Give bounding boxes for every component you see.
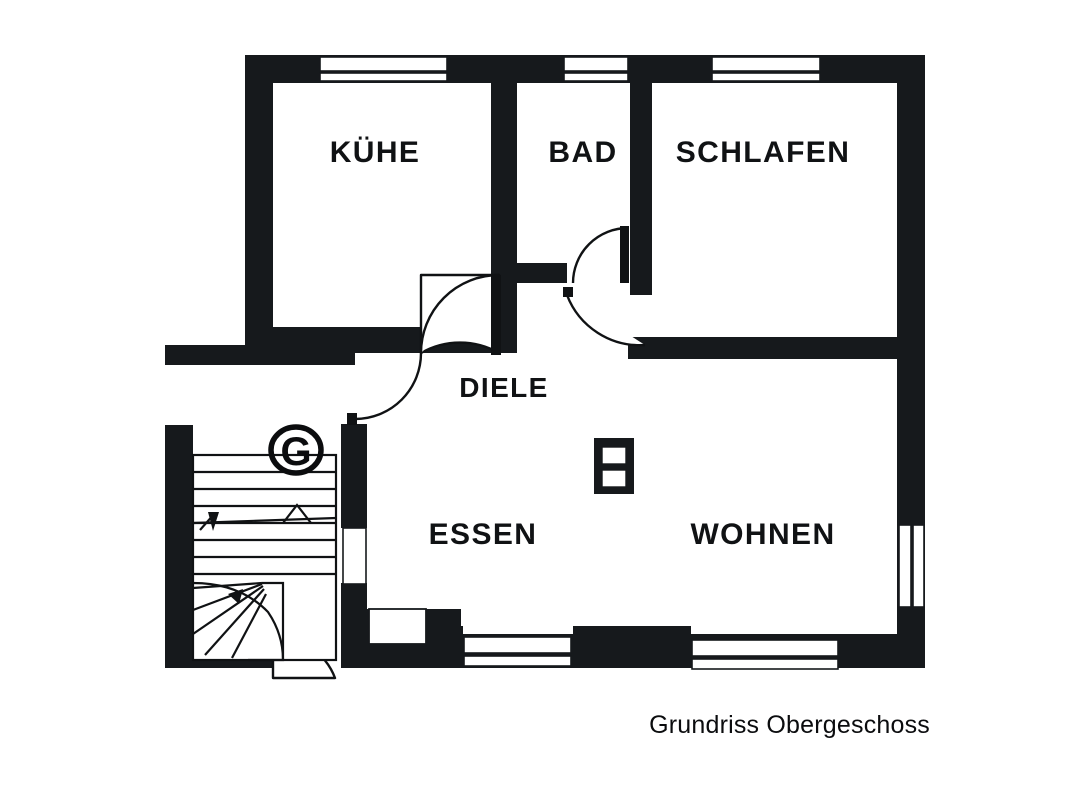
window-kueche-north <box>319 56 448 82</box>
wall-bad-south <box>517 263 567 283</box>
room-label-bad: BAD <box>548 136 617 169</box>
door-kueche-diele <box>419 273 501 355</box>
window-bad-north <box>563 56 629 82</box>
door-diele-west <box>347 352 423 425</box>
wall-kueche-bad-partition <box>491 83 517 275</box>
room-label-schlafen: SCHLAFEN <box>676 136 851 169</box>
stair-direction-arrow-down <box>228 589 243 604</box>
door-bad-diele <box>571 226 629 284</box>
wall-south-outer-left-step <box>427 626 463 668</box>
niche-bottom-left <box>368 608 427 645</box>
door-leaf-bad <box>620 226 629 283</box>
plan-caption: Grundriss Obergeschoss <box>649 711 930 739</box>
door-leaf-schlafen <box>563 287 573 297</box>
window-wohnen-south <box>691 639 839 670</box>
window-essen-south <box>463 636 572 667</box>
chimney-flue <box>594 438 634 494</box>
door-leaf-kueche <box>491 275 501 355</box>
door-schlafen-diele <box>563 287 646 347</box>
window-essen-west-inner <box>342 527 367 585</box>
wall-schlafen-south <box>628 337 925 359</box>
stair-direction-arrow-up <box>208 512 219 531</box>
window-wohnen-east <box>898 524 925 608</box>
window-group <box>319 56 925 670</box>
window-schlafen-north <box>711 56 821 82</box>
wall-west-upper <box>245 55 273 345</box>
staircase <box>191 453 338 662</box>
wall-essen-west-upper <box>341 424 367 528</box>
stair-marker-g-ring <box>268 424 324 476</box>
flue-opening-1 <box>601 446 627 465</box>
wall-bad-schlafen-partition <box>630 83 652 275</box>
room-label-wohnen: WOHNEN <box>690 518 835 551</box>
room-label-diele: DIELE <box>459 372 548 403</box>
room-label-group: KÜHE BAD SCHLAFEN DIELE ESSEN WOHNEN <box>330 136 851 551</box>
wall-south-outer-step <box>573 626 691 668</box>
room-label-kueche: KÜHE <box>330 136 421 169</box>
flue-opening-2 <box>601 469 627 488</box>
wall-bad-schlafen-stub <box>630 275 652 295</box>
room-label-essen: ESSEN <box>429 518 538 551</box>
stair-marker-g: G <box>268 424 324 476</box>
wall-west-lower <box>165 425 193 668</box>
door-leaf-diele-west <box>347 413 357 425</box>
stair-marker-g-label: G <box>280 430 311 474</box>
